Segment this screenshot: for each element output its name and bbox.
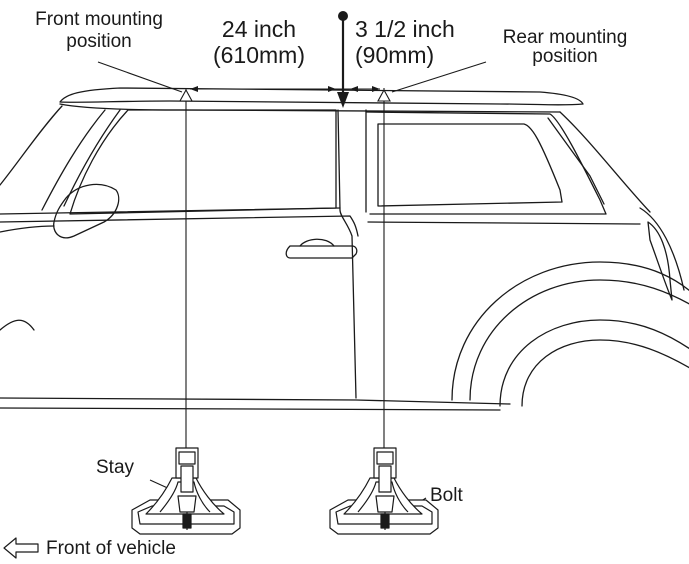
bolt-label: Bolt bbox=[430, 485, 463, 506]
front-of-vehicle-label: Front of vehicle bbox=[46, 538, 176, 559]
rear-light bbox=[647, 221, 673, 301]
front-leader bbox=[97, 61, 183, 93]
offset-dimension-label: 3 1/2 inch (90mm) bbox=[355, 16, 455, 68]
front-fender bbox=[0, 319, 35, 331]
windshield bbox=[0, 105, 63, 186]
front-window bbox=[69, 109, 337, 215]
roof-line bbox=[59, 103, 561, 113]
front-foot-assembly bbox=[131, 447, 241, 535]
side-mirror bbox=[53, 183, 120, 239]
sill-line bbox=[0, 397, 511, 405]
rear-foot-assembly bbox=[329, 447, 439, 535]
c-pillar bbox=[559, 111, 651, 213]
rear-mounting-label: Rear mounting position bbox=[502, 27, 628, 67]
hollow-left-arrow-icon bbox=[3, 537, 39, 559]
rear-triangle-marker bbox=[377, 88, 391, 102]
main-dimension-label: 24 inch (610mm) bbox=[212, 16, 305, 68]
rear-wheel-arch bbox=[451, 261, 689, 401]
front-triangle-marker bbox=[179, 88, 193, 102]
rear-leader bbox=[391, 61, 487, 93]
rear-wheel bbox=[499, 319, 689, 407]
roof-rail bbox=[59, 87, 584, 106]
door-handle bbox=[285, 245, 358, 259]
a-pillar bbox=[41, 109, 106, 211]
front-mounting-label: Front mounting position bbox=[35, 9, 163, 52]
stay-label: Stay bbox=[96, 457, 135, 478]
b-pillar bbox=[337, 109, 357, 399]
belt-line bbox=[0, 207, 341, 215]
black-dot-arrow-icon bbox=[337, 11, 349, 108]
rear-window bbox=[377, 123, 563, 207]
